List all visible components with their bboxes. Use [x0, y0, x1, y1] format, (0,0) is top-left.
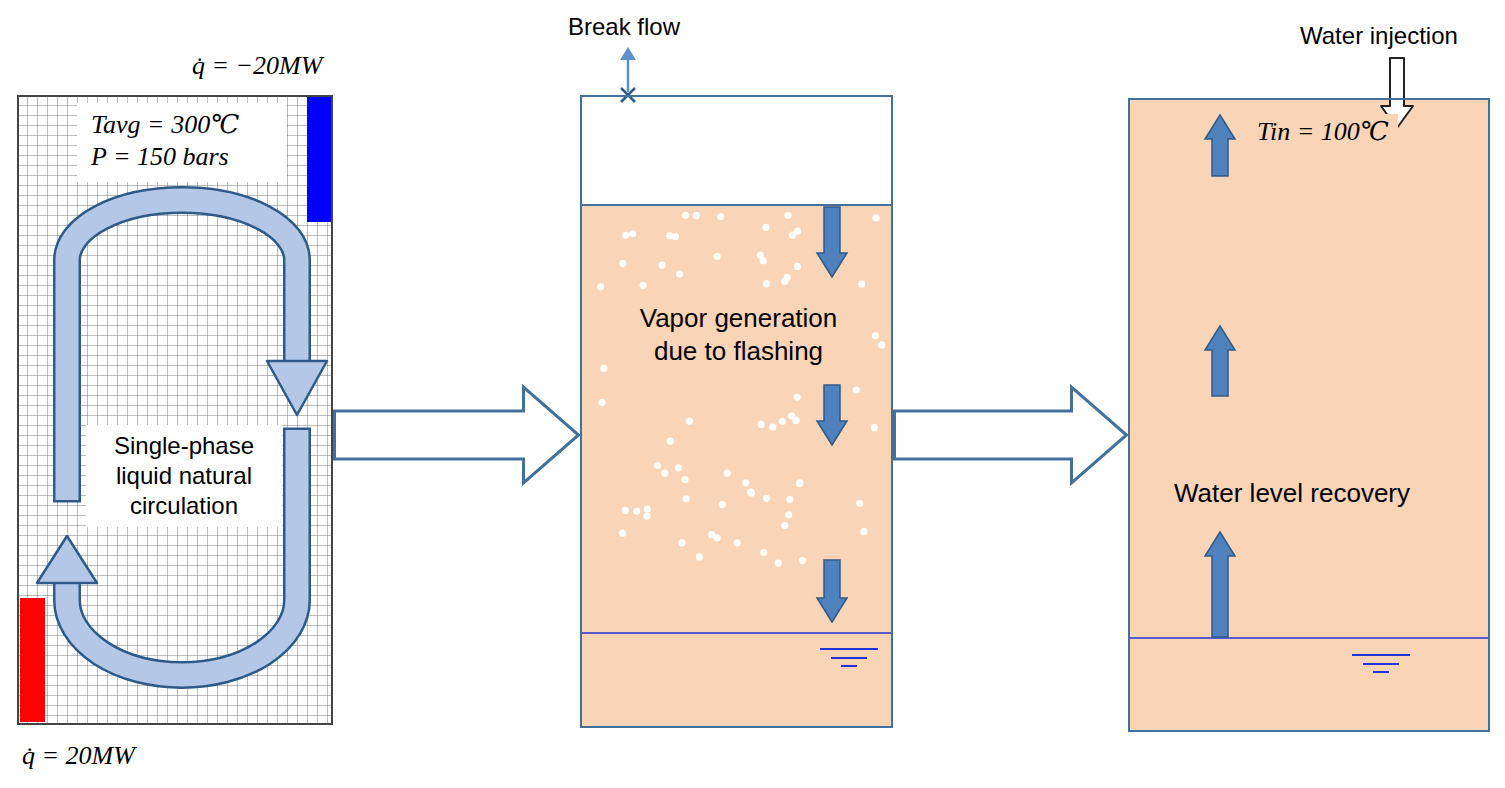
bubble: [681, 476, 688, 483]
heat-input-label: q̇ = 20MW: [22, 740, 135, 771]
injection-label: Water injection: [1300, 22, 1458, 51]
level-rise-arrow: [1205, 115, 1235, 637]
level-surface: [580, 204, 893, 206]
bubble: [672, 233, 679, 240]
bubble: [760, 549, 767, 556]
mesh-grid: [17, 95, 333, 725]
bubble: [661, 470, 668, 477]
bubble: [644, 506, 651, 513]
bubble: [683, 495, 690, 502]
bubble: [796, 479, 803, 486]
bubble: [872, 332, 879, 339]
blowdown-vessel: Vapor generation due to flashing: [580, 95, 893, 728]
bubble: [675, 464, 682, 471]
temperature-label: Tavg = 300℃: [77, 103, 287, 142]
bubble: [856, 500, 863, 507]
bubble: [799, 557, 806, 564]
bubble: [693, 212, 700, 219]
bubble: [747, 489, 754, 496]
bubble: [686, 418, 693, 425]
water-level-line: [581, 632, 892, 634]
bubble: [763, 495, 770, 502]
liquid-region: [1128, 98, 1490, 732]
bubble: [600, 365, 607, 372]
bubble: [784, 212, 791, 219]
grid-ground: [17, 95, 333, 725]
bubble: [789, 232, 796, 239]
bubble: [786, 496, 793, 503]
circulation-arrow: [37, 200, 327, 675]
bubble: [643, 512, 650, 519]
bubble: [853, 386, 860, 393]
bubble: [717, 213, 724, 220]
bubble: [619, 530, 626, 537]
bubble: [769, 424, 776, 431]
bubble: [742, 479, 749, 486]
bubble: [708, 531, 715, 538]
bubble: [676, 270, 683, 277]
vapor-space: [580, 95, 893, 205]
bubble: [719, 501, 726, 508]
bubble: [757, 252, 764, 259]
water-level-line: [1129, 637, 1489, 639]
flashing-label: Vapor generation due to flashing: [620, 300, 857, 369]
grid-panel: Tavg = 300℃P = 150 barsSingle-phase liqu…: [17, 95, 333, 725]
bubble: [724, 469, 731, 476]
bubble: [871, 424, 878, 431]
bubble: [878, 341, 885, 348]
bubble: [775, 559, 782, 566]
bubble: [622, 507, 629, 514]
bubble: [696, 553, 703, 560]
bubble: [713, 253, 720, 260]
bubble: [667, 438, 674, 445]
bubble: [784, 274, 791, 281]
bubble: [678, 539, 685, 546]
cooler-bar: [307, 97, 332, 222]
bubble: [654, 462, 661, 469]
level-drop-arrow: [817, 207, 847, 622]
recovery-label: Water level recovery: [1142, 475, 1442, 512]
water-level-symbol: [820, 649, 878, 666]
bubble: [872, 214, 879, 221]
bubble: [762, 224, 769, 231]
bubble: [597, 283, 604, 290]
refill-vessel: Tin = 100℃ Water level recovery: [1128, 98, 1490, 732]
bubble: [659, 262, 666, 269]
liquid-region: [580, 205, 893, 728]
inlet-temperature-label: Tin = 100℃: [1248, 114, 1398, 151]
break-symbol: [620, 47, 636, 102]
bubble: [858, 280, 865, 287]
bubble: [779, 418, 786, 425]
bubble: [785, 511, 792, 518]
bubble: [622, 232, 629, 239]
heat-removal-label: q̇ = −20MW: [192, 50, 322, 81]
bubble: [860, 528, 867, 535]
bubble: [733, 539, 740, 546]
break-flow-label: Break flow: [568, 13, 680, 42]
pressure-label: P = 150 bars: [77, 141, 287, 182]
bubble: [793, 394, 800, 401]
water-level-symbol: [1352, 655, 1410, 672]
bubble: [796, 480, 803, 487]
bubble: [794, 263, 801, 270]
process-arrow: [335, 387, 579, 483]
bubble: [781, 522, 788, 529]
bubble: [682, 212, 689, 219]
flash-bubbles: [597, 212, 885, 567]
bubble: [633, 507, 640, 514]
circulation-label: Single-phase liquid natural circulation: [86, 425, 282, 527]
heater-bar: [20, 598, 45, 722]
bubble: [792, 417, 799, 424]
bubble: [763, 280, 770, 287]
process-arrow: [895, 387, 1127, 483]
bubble: [598, 399, 605, 406]
bubble: [757, 421, 764, 428]
bubble: [619, 260, 626, 267]
bubble: [629, 230, 636, 237]
bubble: [748, 489, 755, 496]
bubble: [640, 282, 647, 289]
